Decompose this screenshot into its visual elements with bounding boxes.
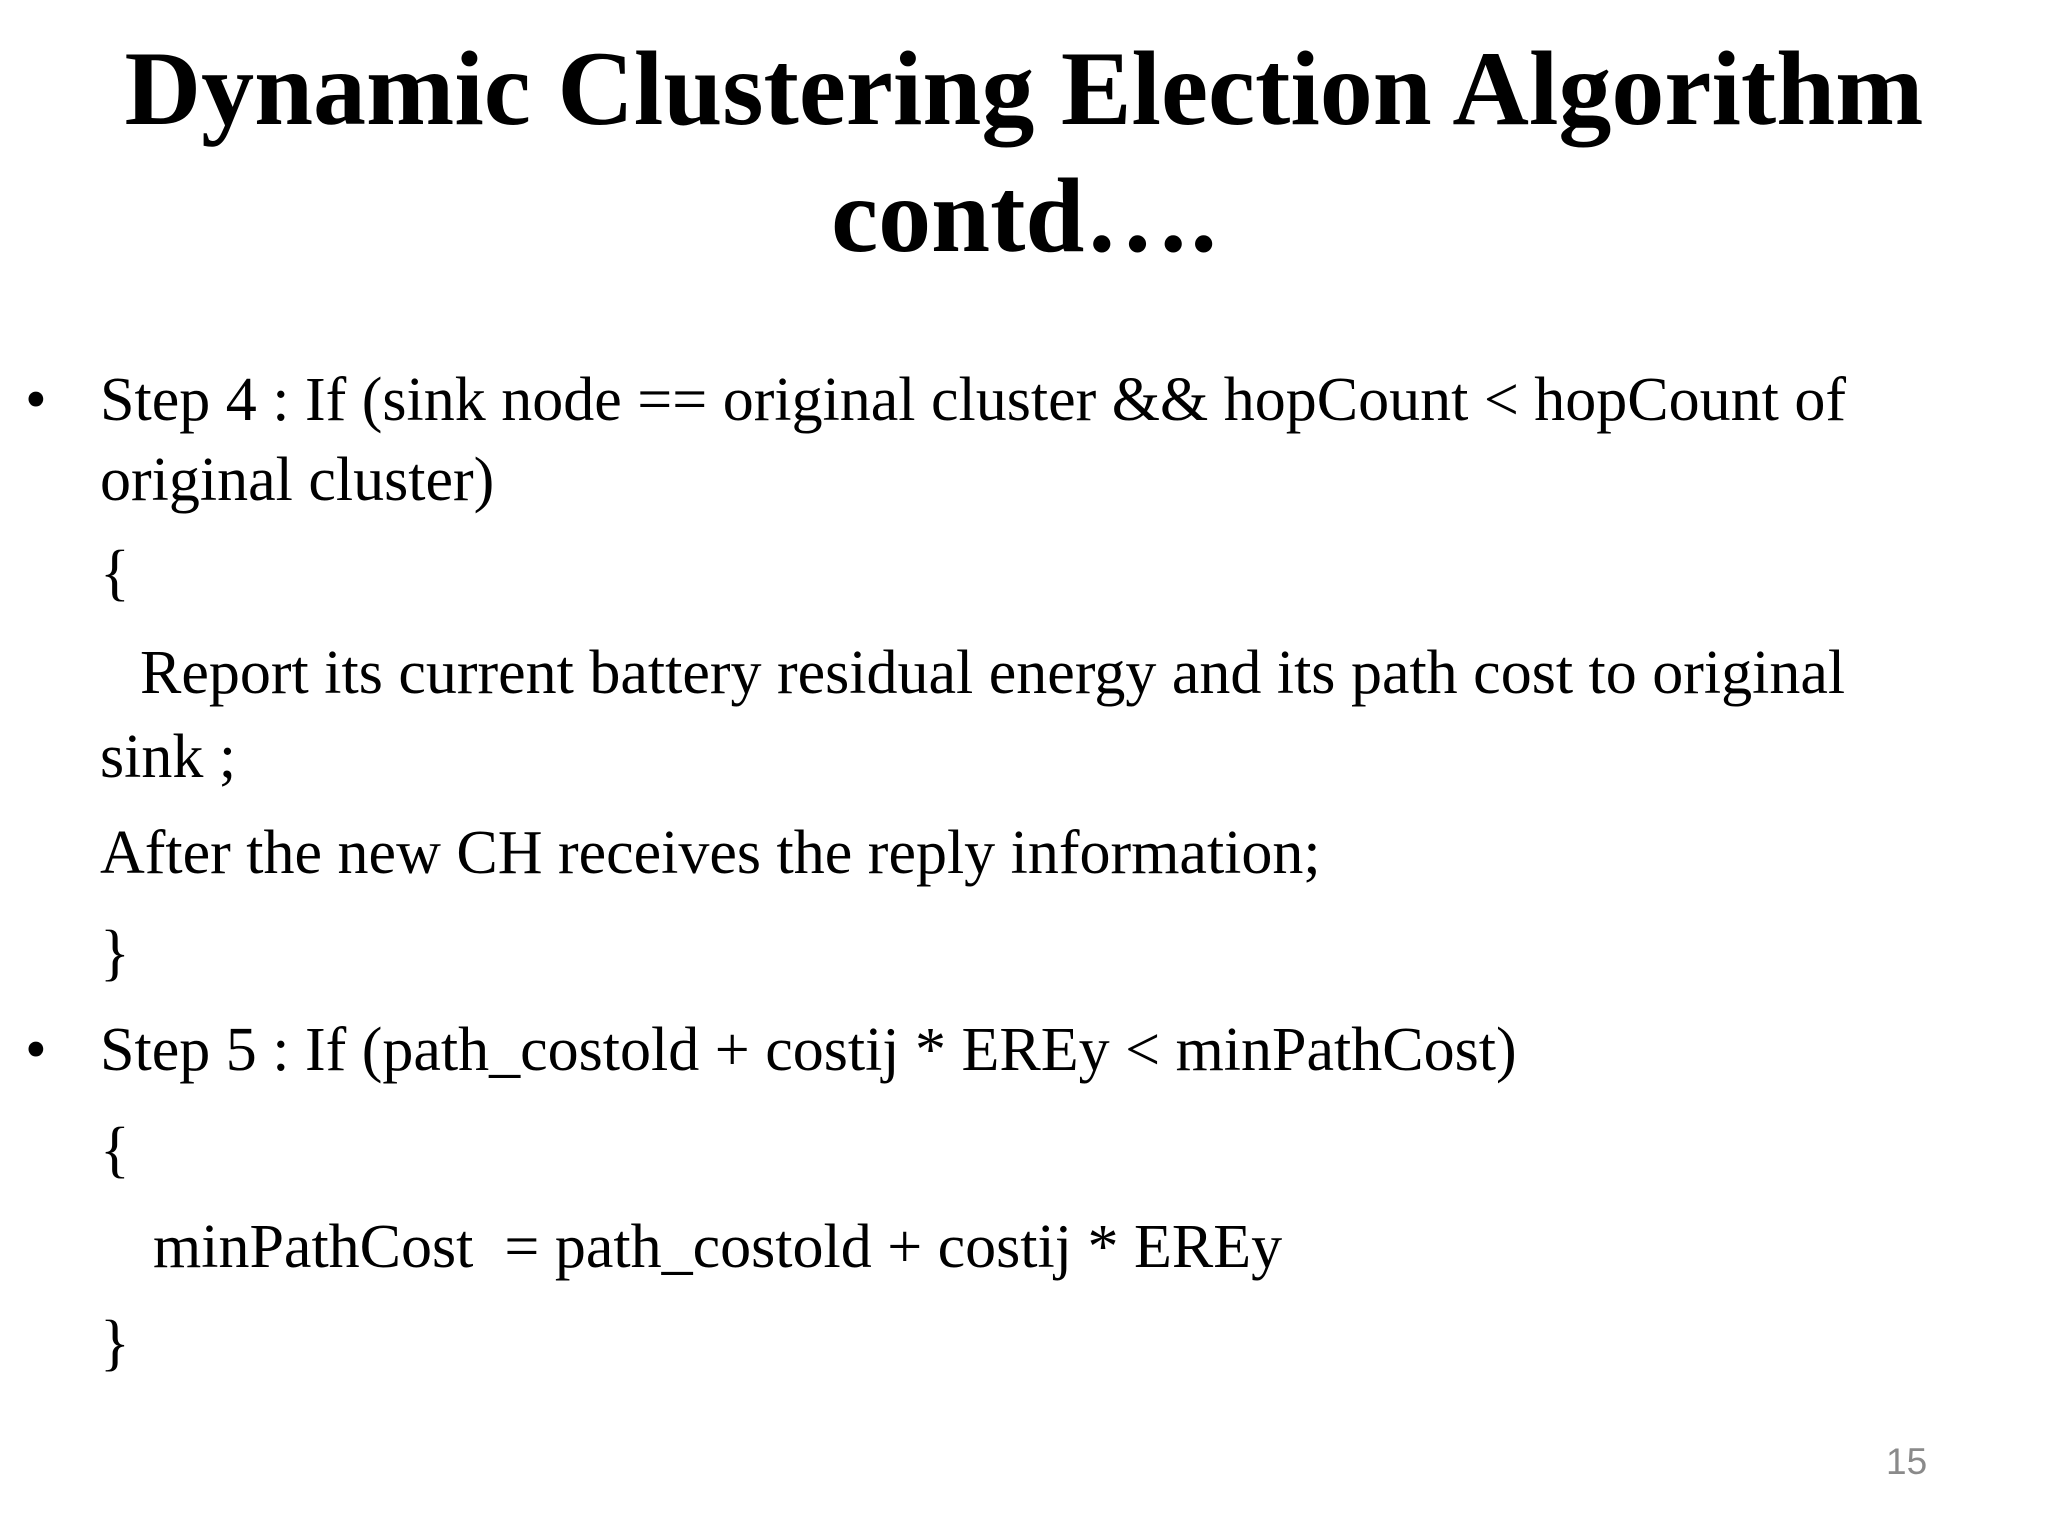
bullet-marker: • xyxy=(25,1016,47,1084)
body-line-close-brace-1: } xyxy=(0,913,2048,993)
body-line-text: After the new CH receives the reply info… xyxy=(100,819,1321,887)
body-line-text: Step 4 : If (sink node == original clust… xyxy=(100,366,1847,434)
body-line-text: { xyxy=(100,539,130,607)
body-line-minpathcost: minPathCost = path_costold + costij * ER… xyxy=(0,1207,2048,1287)
body-line-open-brace-1: { xyxy=(0,533,2048,613)
body-line-text: } xyxy=(100,1309,130,1377)
body-line-open-brace-2: { xyxy=(0,1110,2048,1190)
body-line-text: Report its current battery residual ener… xyxy=(140,639,1846,707)
body-line-after: After the new CH receives the reply info… xyxy=(0,813,2048,893)
body-line-step4: • Step 4 : If (sink node == original clus… xyxy=(0,360,2048,440)
body-line-sink: sink ; xyxy=(0,717,2048,797)
title-line-1: Dynamic Clustering Election Algorithm xyxy=(124,30,1924,147)
body-line-text: original cluster) xyxy=(100,446,495,514)
bullet-marker: • xyxy=(25,366,47,434)
title-line-2: contd…. xyxy=(831,157,1217,275)
body-line-report: Report its current battery residual ener… xyxy=(0,633,2048,713)
body-line-step4-wrap: original cluster) xyxy=(0,440,2048,520)
body-line-text: { xyxy=(100,1116,130,1184)
body-line-text: } xyxy=(100,919,130,987)
slide-body: • Step 4 : If (sink node == original clus… xyxy=(0,360,2048,1383)
body-line-text: sink ; xyxy=(100,723,237,791)
body-line-close-brace-2: } xyxy=(0,1303,2048,1383)
body-line-text: minPathCost = path_costold + costij * ER… xyxy=(153,1213,1283,1281)
body-line-step5: • Step 5 : If (path_costold + costij * ER… xyxy=(0,1010,2048,1090)
page-number: 15 xyxy=(1886,1441,1928,1482)
body-line-text: Step 5 : If (path_costold + costij * ERE… xyxy=(100,1016,1517,1084)
